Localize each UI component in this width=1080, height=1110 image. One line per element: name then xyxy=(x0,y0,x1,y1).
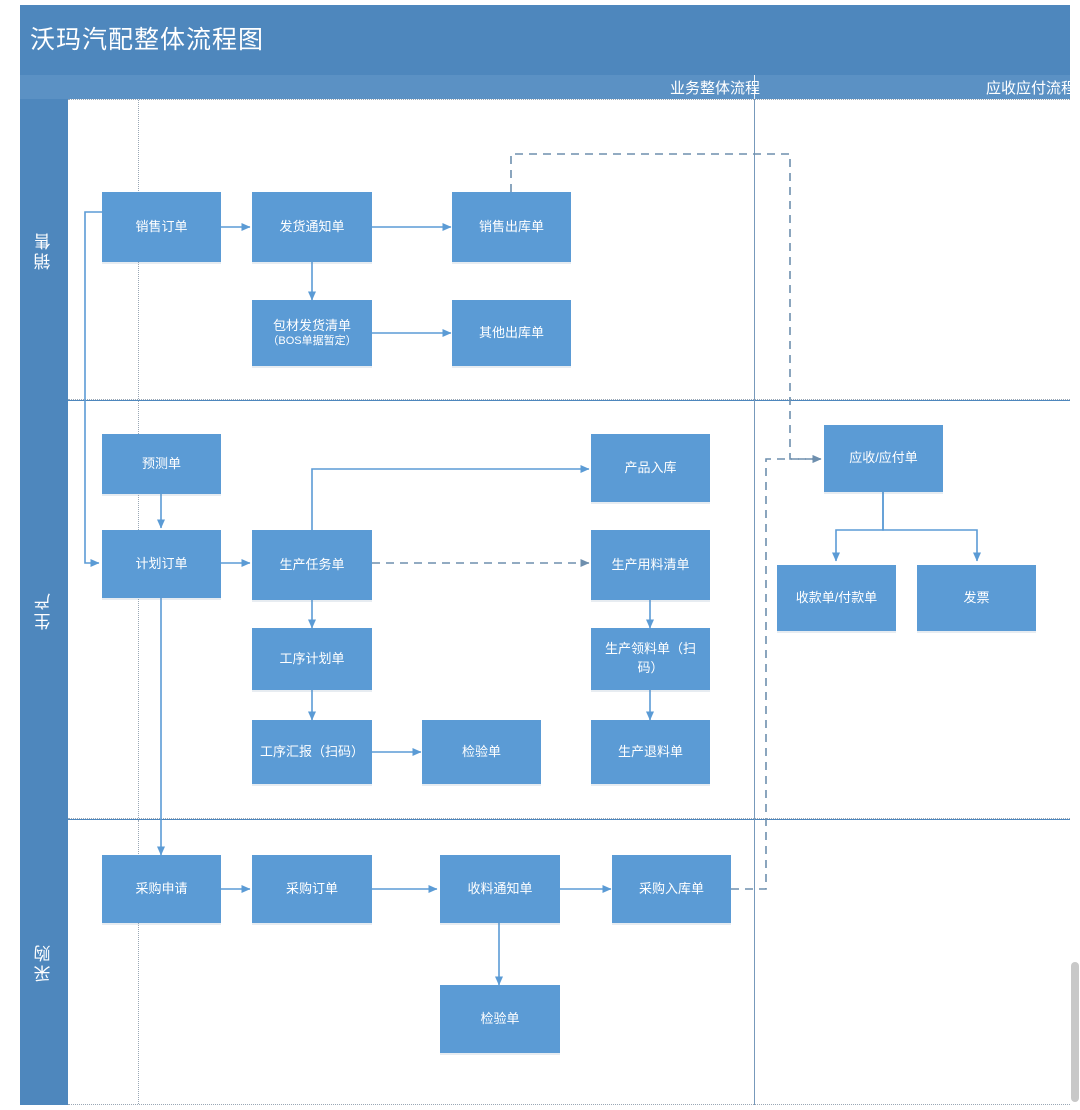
column-separator-production xyxy=(754,400,755,819)
column-header-bar xyxy=(20,75,1080,99)
node-packing-list[interactable]: 包材发货清单 （BOS单据暂定） xyxy=(252,300,372,366)
lane-dot-border-production xyxy=(138,401,139,818)
lane-body-purchase xyxy=(68,819,1080,1105)
node-inspection-purchase[interactable]: 检验单 xyxy=(440,985,560,1053)
lane-label-production-text: 生产 xyxy=(34,589,54,630)
node-sales-outbound[interactable]: 销售出库单 xyxy=(452,192,571,262)
node-sales-order[interactable]: 销售订单 xyxy=(102,192,221,262)
node-purchase-order[interactable]: 采购订单 xyxy=(252,855,372,923)
column-separator-purchase xyxy=(754,819,755,1105)
node-material-return[interactable]: 生产退料单 xyxy=(591,720,710,784)
node-material-issue[interactable]: 生产领料单（扫码） xyxy=(591,628,710,690)
lane-label-sales-text: 销售 xyxy=(34,229,54,270)
lane-label-purchase: 采购 xyxy=(20,819,68,1105)
node-packing-list-line2: （BOS单据暂定） xyxy=(267,335,357,348)
node-ar-ap-bill[interactable]: 应收/应付单 xyxy=(824,425,943,492)
vertical-scrollbar-thumb[interactable] xyxy=(1071,962,1079,1102)
column-separator-sales xyxy=(754,99,755,400)
node-process-plan[interactable]: 工序计划单 xyxy=(252,628,372,690)
node-purchase-inbound[interactable]: 采购入库单 xyxy=(612,855,731,923)
vertical-scrollbar-track[interactable] xyxy=(1070,0,1080,1110)
node-other-outbound[interactable]: 其他出库单 xyxy=(452,300,571,366)
node-purchase-request[interactable]: 采购申请 xyxy=(102,855,221,923)
node-delivery-notice[interactable]: 发货通知单 xyxy=(252,192,372,262)
column-header-business: 业务整体流程 xyxy=(669,80,760,97)
page-title: 沃玛汽配整体流程图 xyxy=(30,26,265,54)
column-header-divider xyxy=(754,75,755,99)
lane-dot-border-purchase xyxy=(138,820,139,1104)
node-process-report[interactable]: 工序汇报（扫码） xyxy=(252,720,372,784)
node-production-task[interactable]: 生产任务单 xyxy=(252,530,372,600)
lane-label-purchase-text: 采购 xyxy=(34,942,54,982)
node-forecast-order[interactable]: 预测单 xyxy=(102,434,221,494)
column-header-receivable: 应收应付流程 xyxy=(985,80,1076,97)
node-receiving-notice[interactable]: 收料通知单 xyxy=(440,855,560,923)
title-bar xyxy=(20,5,1080,75)
node-receipt-payment[interactable]: 收款单/付款单 xyxy=(777,565,896,631)
node-packing-list-line1: 包材发货清单 xyxy=(272,317,351,333)
node-plan-order[interactable]: 计划订单 xyxy=(102,530,221,598)
lane-separator-1 xyxy=(20,400,1080,401)
node-production-bom[interactable]: 生产用料清单 xyxy=(591,530,710,600)
node-inspection-production[interactable]: 检验单 xyxy=(422,720,541,784)
lane-label-sales: 销售 xyxy=(20,99,68,400)
lane-separator-2 xyxy=(20,819,1080,820)
node-product-inbound[interactable]: 产品入库 xyxy=(591,434,710,502)
lane-label-production: 生产 xyxy=(20,400,68,819)
node-invoice[interactable]: 发票 xyxy=(917,565,1036,631)
